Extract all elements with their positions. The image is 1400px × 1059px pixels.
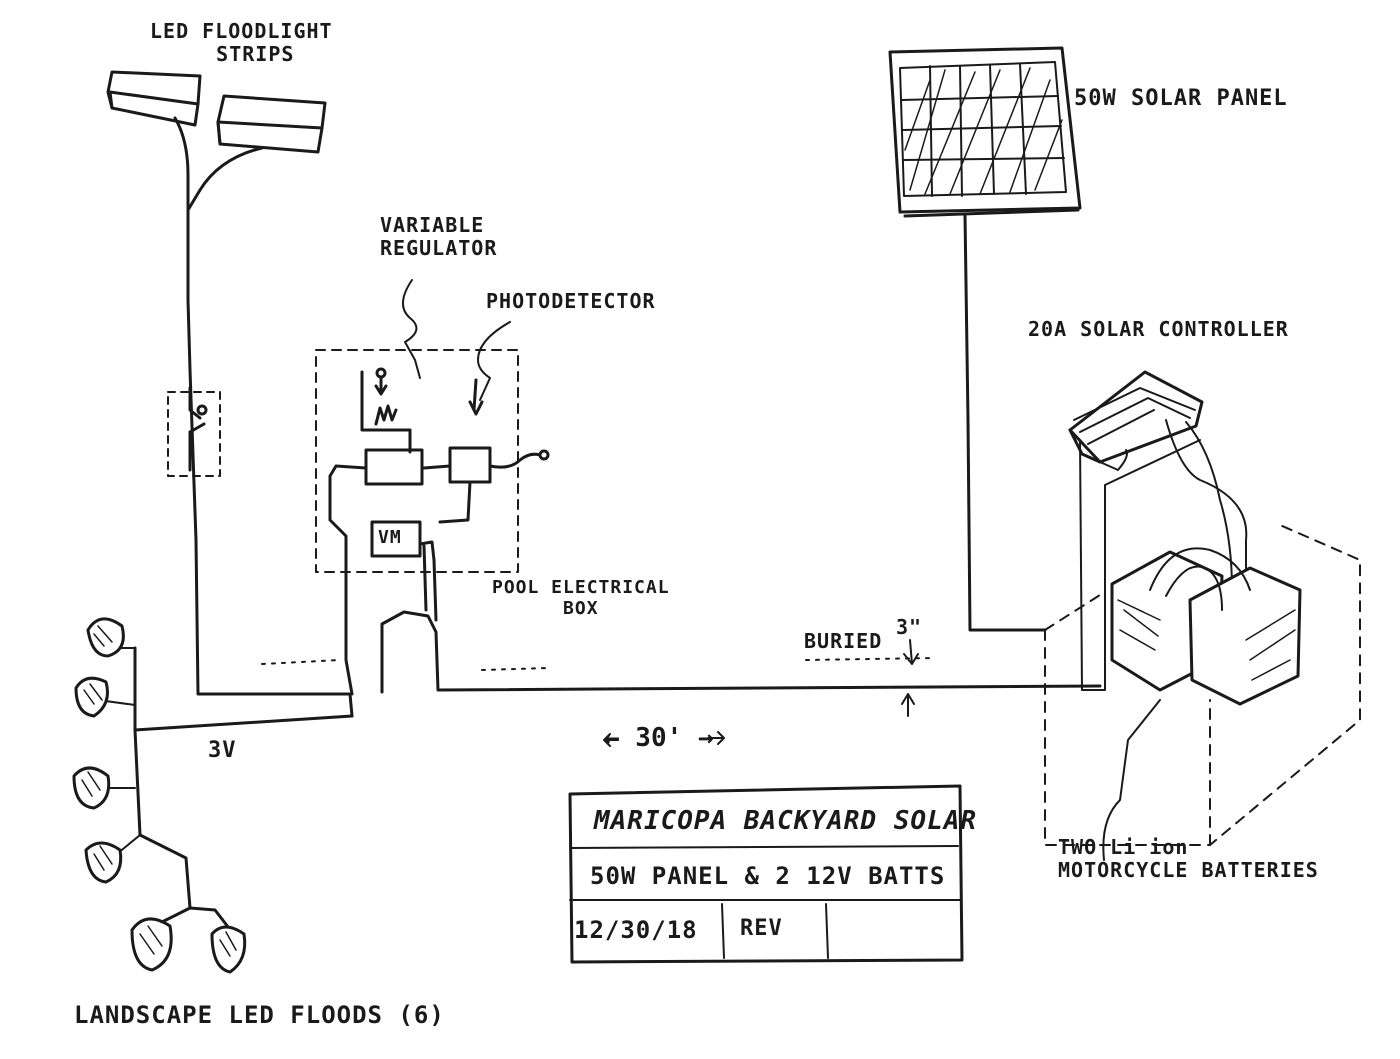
voltage-label: 3V (208, 738, 237, 763)
photodetector-leader (477, 321, 511, 401)
distance-label: ← 30' → (604, 723, 714, 753)
battery-leader (1102, 699, 1161, 861)
variable-regulator-label-line2: REGULATOR (380, 236, 498, 260)
vm-label: VM (378, 527, 402, 548)
led-strips-label-line1: LED FLOODLIGHT (150, 19, 333, 43)
solar-controller-label: 20A SOLAR CONTROLLER (1028, 317, 1289, 341)
variable-regulator-label-line1: VARIABLE (380, 213, 485, 237)
pool-box-label: POOL ELECTRICAL BOX (492, 577, 670, 619)
title-block-rev-label: REV (740, 916, 783, 941)
title-block-date: 12/30/18 (574, 916, 698, 944)
title-block-description: 50W PANEL & 2 12V BATTS (590, 862, 946, 890)
batteries-label-line2: MOTORCYCLE BATTERIES (1058, 858, 1319, 882)
motorcycle-batteries (1110, 547, 1302, 706)
led-strips-label: LED FLOODLIGHT STRIPS (150, 20, 333, 66)
title-block-project: MARICOPA BACKYARD SOLAR (594, 806, 978, 836)
solar-controller (1068, 370, 1204, 464)
photodetector-label: PHOTODETECTOR (486, 289, 656, 313)
switch-box (167, 386, 221, 477)
pool-electrical-box (315, 349, 550, 696)
buried-label: BURIED (804, 629, 883, 653)
main-wire-run (380, 610, 1102, 694)
batteries-label: TWO Li ion MOTORCYCLE BATTERIES (1058, 836, 1319, 882)
variable-regulator-label: VARIABLE REGULATOR (380, 214, 497, 260)
led-floodlight-strips (106, 70, 327, 212)
title-block (568, 784, 964, 964)
solar-panel-label: 50W SOLAR PANEL (1074, 86, 1288, 111)
landscape-led-floods (72, 617, 247, 974)
pool-box-label-line1: POOL ELECTRICAL (492, 577, 670, 598)
lamp-branch-wire (133, 646, 354, 934)
regulator-leader (402, 279, 421, 379)
pool-box-label-line2: BOX (563, 597, 599, 619)
strip-feed-wire (186, 173, 354, 718)
led-strips-label-line2: STRIPS (216, 42, 295, 66)
solar-panel (888, 46, 1082, 218)
panel-feed-wire (963, 213, 1047, 632)
depth-label: 3" (896, 615, 923, 639)
batteries-label-line1: TWO Li ion (1058, 835, 1189, 859)
landscape-floods-label: LANDSCAPE LED FLOODS (6) (74, 1001, 445, 1029)
